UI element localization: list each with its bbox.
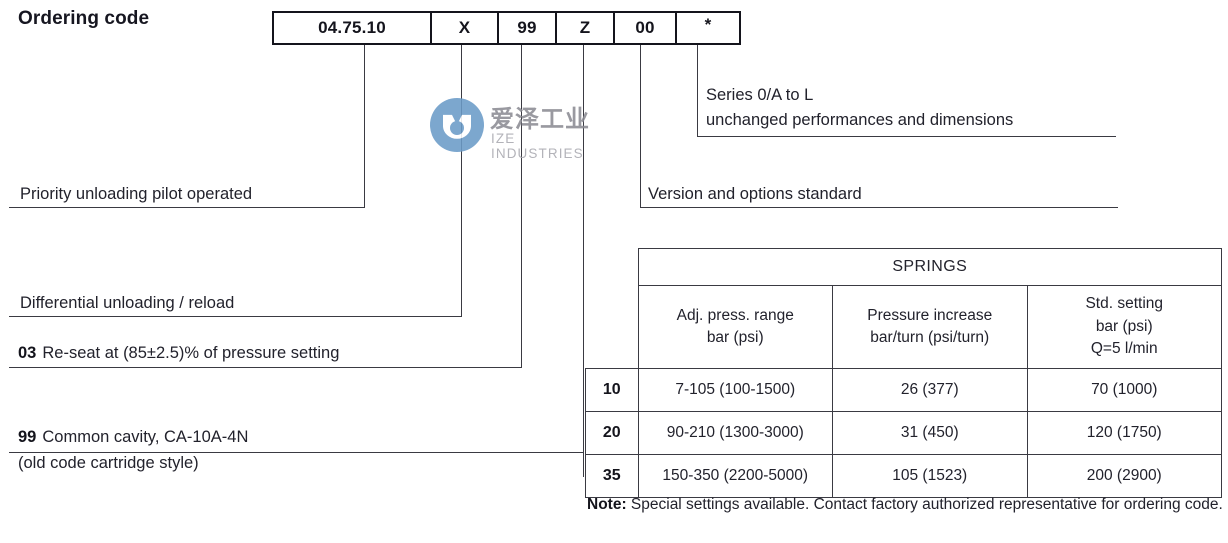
priority-label: Priority unloading pilot operated	[20, 185, 253, 203]
code-segment-99[interactable]: 99	[499, 13, 557, 43]
leader-line-version	[640, 45, 641, 207]
note-body: Special settings available. Contact fact…	[626, 496, 1223, 513]
row-std-setting: 120 (1750)	[1026, 411, 1222, 455]
series-underline	[697, 136, 1116, 137]
springs-title-row: SPRINGS	[586, 248, 1222, 286]
table-row: 35 150-350 (2200-5000) 105 (1523) 200 (2…	[585, 454, 1222, 498]
reseat-underline	[9, 367, 522, 368]
row-adj-press-range: 7-105 (100-1500)	[637, 368, 833, 412]
reseat-text: Re-seat at (85±2.5)% of pressure setting	[42, 344, 340, 362]
row-std-setting: 70 (1000)	[1026, 368, 1222, 412]
row-adj-press-range: 150-350 (2200-5000)	[637, 454, 833, 498]
row-pressure-increase: 105 (1523)	[832, 454, 1028, 498]
code-segment-star[interactable]: *	[704, 15, 712, 34]
page-title: Ordering code	[18, 8, 150, 29]
priority-underline	[9, 207, 365, 208]
note-label: Note:	[587, 496, 627, 513]
differential-underline	[9, 316, 462, 317]
springs-header-spacer	[586, 286, 639, 369]
cavity-text: Common cavity, CA-10A-4N	[42, 428, 249, 446]
watermark-en: IZE INDUSTRIES	[491, 131, 584, 161]
ize-logo-icon	[430, 98, 484, 152]
row-pressure-increase: 26 (377)	[832, 368, 1028, 412]
row-adj-press-range: 90-210 (1300-3000)	[637, 411, 833, 455]
watermark: 爱泽工业 IZE INDUSTRIES	[430, 95, 605, 161]
row-code: 10	[585, 368, 639, 412]
leader-line-03	[521, 45, 522, 367]
row-code: 20	[585, 411, 639, 455]
code-segment-z[interactable]: Z	[557, 13, 615, 43]
table-row: 20 90-210 (1300-3000) 31 (450) 120 (1750…	[585, 411, 1222, 455]
watermark-cn: 爱泽工业	[490, 105, 590, 133]
series-label-line2: unchanged performances and dimensions	[706, 111, 1014, 129]
row-pressure-increase: 31 (450)	[832, 411, 1028, 455]
series-label-line1: Series 0/A to L	[706, 86, 814, 104]
code-segment-x[interactable]: X	[432, 13, 499, 43]
note-text: Note: Special settings available. Contac…	[587, 495, 1227, 516]
version-label: Version and options standard	[648, 185, 862, 203]
ordering-code-row: 04.75.10 X 99 Z 00 *	[272, 11, 741, 45]
cavity-sublabel: (old code cartridge style)	[18, 454, 199, 472]
code-segment-base[interactable]: 04.75.10	[274, 13, 432, 43]
leader-line-series	[697, 45, 698, 137]
springs-title-cell: SPRINGS	[637, 248, 1222, 286]
cavity-code: 99	[18, 428, 37, 446]
leader-line-cavity	[583, 45, 584, 477]
leader-line-base	[364, 45, 365, 207]
table-row: 10 7-105 (100-1500) 26 (377) 70 (1000)	[585, 368, 1222, 412]
differential-label: Differential unloading / reload	[20, 294, 235, 312]
code-segment-00[interactable]: 00	[615, 13, 677, 43]
row-code: 35	[585, 454, 639, 498]
reseat-label: 03 Re-seat at (85±2.5)% of pressure setti…	[18, 343, 339, 365]
cavity-label: 99 Common cavity, CA-10A-4N	[18, 427, 248, 449]
reseat-code: 03	[18, 344, 37, 362]
springs-title-spacer	[586, 249, 639, 286]
version-underline	[640, 207, 1118, 208]
leader-line-x	[461, 45, 462, 316]
cavity-underline	[9, 452, 584, 453]
row-std-setting: 200 (2900)	[1026, 454, 1222, 498]
